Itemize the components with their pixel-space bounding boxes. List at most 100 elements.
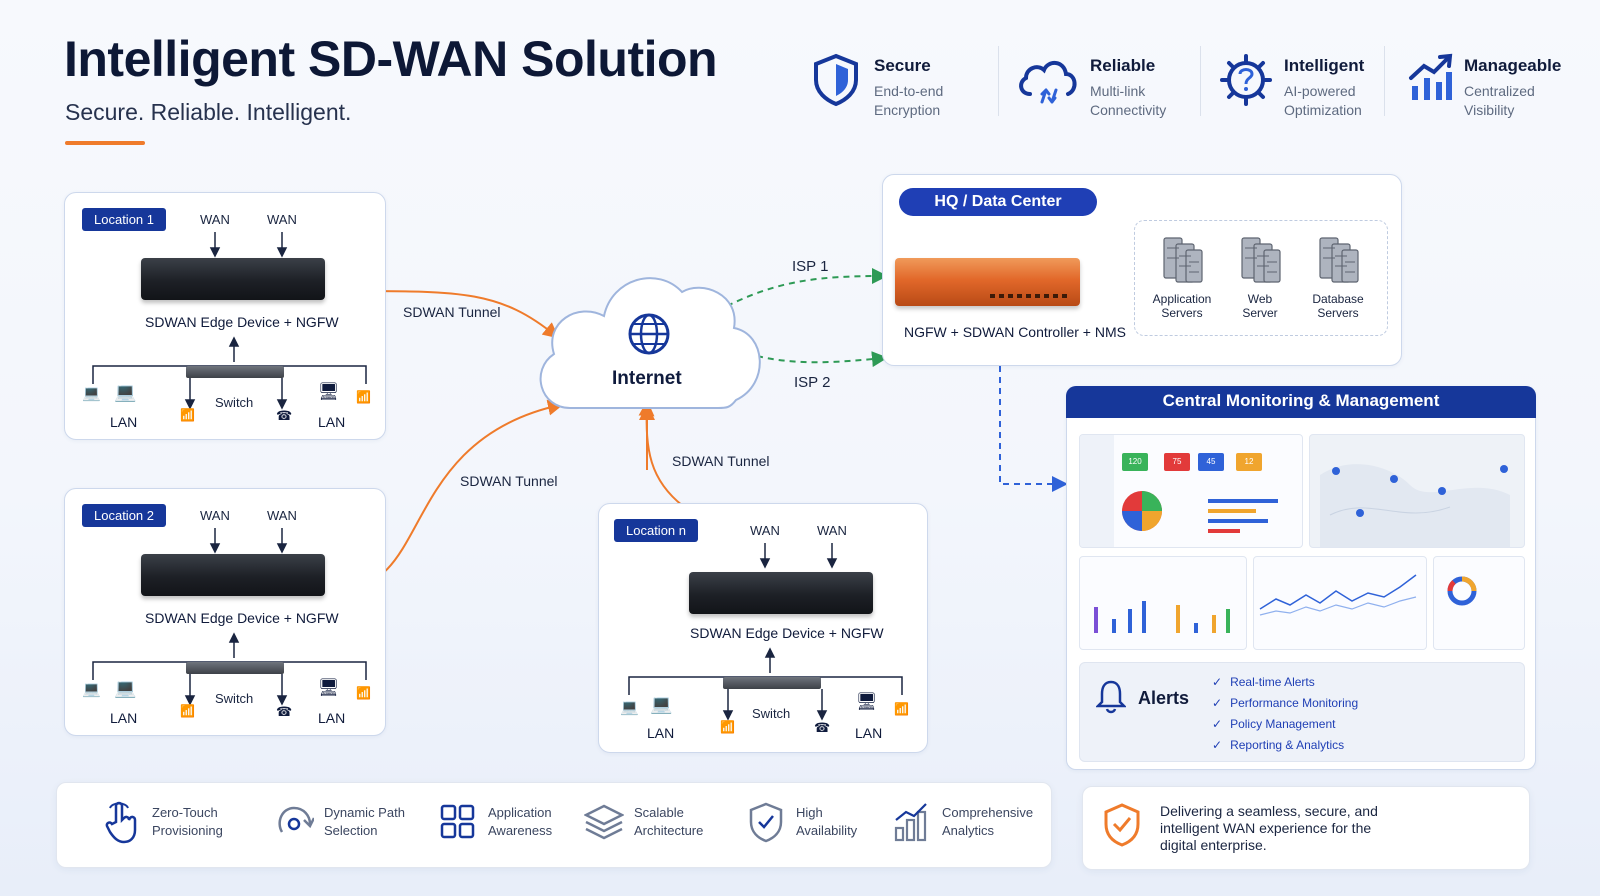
hq-badge: HQ / Data Center [899,188,1097,216]
desktop-icon: 🖥 [318,382,340,401]
capability-label: Dynamic Path [324,805,405,820]
tunnel-2-label: SDWAN Tunnel [460,473,558,489]
location-2-device-label: SDWAN Edge Device + NGFW [145,610,339,626]
location-n-wan-2-label: WAN [817,523,847,538]
isp-2-label: ISP 2 [794,374,831,391]
location-2-switch [186,662,284,674]
analytics-icon [894,803,927,842]
check-icon: ✓ [1212,717,1223,731]
promo-card [1082,786,1530,870]
feature-secure: Secure End-to-end Encryption [808,52,943,120]
location-n-badge: Location n [614,519,698,542]
hq-device-label: NGFW + SDWAN Controller + NMS [904,324,1126,340]
feature-manageable-desc2: Visibility [1464,102,1515,118]
kpi-tile: 75 [1164,453,1190,471]
promo-line: Delivering a seamless, secure, and [1160,803,1378,819]
location-n-device-label: SDWAN Edge Device + NGFW [690,625,884,641]
cloud-sync-icon [1019,61,1077,104]
location-2-wan-2-label: WAN [267,508,297,523]
location-1-wan-1-label: WAN [200,212,230,227]
wifi-router-icon: 📶 [180,408,195,422]
location-2-panel [64,488,386,736]
access-point-icon: 📶 [356,390,371,404]
laptop-icon: 💻 [114,382,137,402]
isp-1-label: ISP 1 [792,258,829,275]
check-icon: ✓ [1212,675,1223,689]
feature-secure-desc1: End-to-end [874,83,944,99]
hq-device-ports [990,294,1070,298]
feature-manageable: Manageable Centralized Visibility [1408,52,1561,120]
server-label-line: Server [1242,306,1278,320]
alerts-title: Alerts [1138,688,1190,708]
hq-ngfw-device [895,258,1080,306]
capability-label: Awareness [488,823,553,838]
laptop-icon: 💻 [82,681,101,698]
location-1-lan-left-label: LAN [110,414,138,430]
laptop-icon: 💻 [82,385,101,402]
feature-reliable-title: Reliable [1090,56,1156,75]
ip-phone-icon: ☎ [276,704,293,719]
bell-icon [1096,680,1126,714]
page-subtitle: Secure. Reliable. Intelligent. [65,99,352,125]
application-servers-icon [1160,236,1204,289]
feature-secure-title: Secure [874,56,931,75]
capability-label: Analytics [942,823,995,838]
network-map [1320,464,1510,547]
location-n-wan-1-label: WAN [750,523,780,538]
check-icon: ✓ [1212,738,1223,752]
location-1-edge-device [141,258,325,300]
isp-1-line [726,268,888,307]
server-group [1134,220,1388,336]
wifi-router-icon: 📶 [180,704,195,718]
dashboard-sidebar [1080,435,1114,547]
database-servers-icon [1316,236,1360,289]
location-n-lan-left-label: LAN [647,725,675,741]
alert-item: ✓ Performance Monitoring [1212,696,1358,710]
alert-item: ✓Real-time Alerts [1212,675,1315,689]
location-2-lan-left-label: LAN [110,710,138,726]
page-title: Intelligent SD-WAN Solution [64,31,718,87]
capability-label: Availability [796,823,858,838]
shield-check-icon [749,802,783,843]
location-2-wan-1-label: WAN [200,508,230,523]
capability-label: Provisioning [152,823,223,838]
location-n-panel [598,503,928,753]
check-icon: ✓ [1212,696,1223,710]
feature-intelligent: Intelligent AI-powered Optimization [1218,52,1364,120]
web-server-icon [1238,236,1282,289]
location-1-badge: Location 1 [82,208,166,231]
location-1-switch [186,366,284,378]
internet-label: Internet [612,368,682,389]
location-2-badge: Location 2 [82,504,166,527]
web-server-label: Web Server [1224,292,1296,320]
tunnel-1-label: SDWAN Tunnel [403,304,501,320]
laptop-icon: 💻 [114,678,137,698]
alert-item-label: Performance Monitoring [1230,696,1359,710]
wifi-router-icon: 📶 [720,720,735,734]
dashboard-line-widget [1253,556,1427,650]
dashboard-bar-widget [1079,556,1247,650]
laptop-icon: 💻 [650,694,673,714]
location-n-edge-device [689,572,873,614]
dashboard-map-widget [1309,434,1525,548]
desktop-icon: 🖥 [856,692,878,711]
touch-icon [105,801,137,844]
location-n-lan-right-label: LAN [855,725,883,741]
promo-line: digital enterprise. [1160,837,1267,853]
server-label-line: Web [1247,292,1273,306]
path-icon [278,806,314,833]
capability-label: Scalable [634,805,684,820]
isp-2-line [756,351,888,368]
location-1-wan-2-label: WAN [267,212,297,227]
ip-phone-icon: ☎ [276,408,293,423]
title-accent-bar [65,141,145,145]
monitoring-header: Central Monitoring & Management [1066,386,1536,418]
layers-icon [584,804,624,840]
promo-line: intelligent WAN experience for the [1160,820,1372,836]
